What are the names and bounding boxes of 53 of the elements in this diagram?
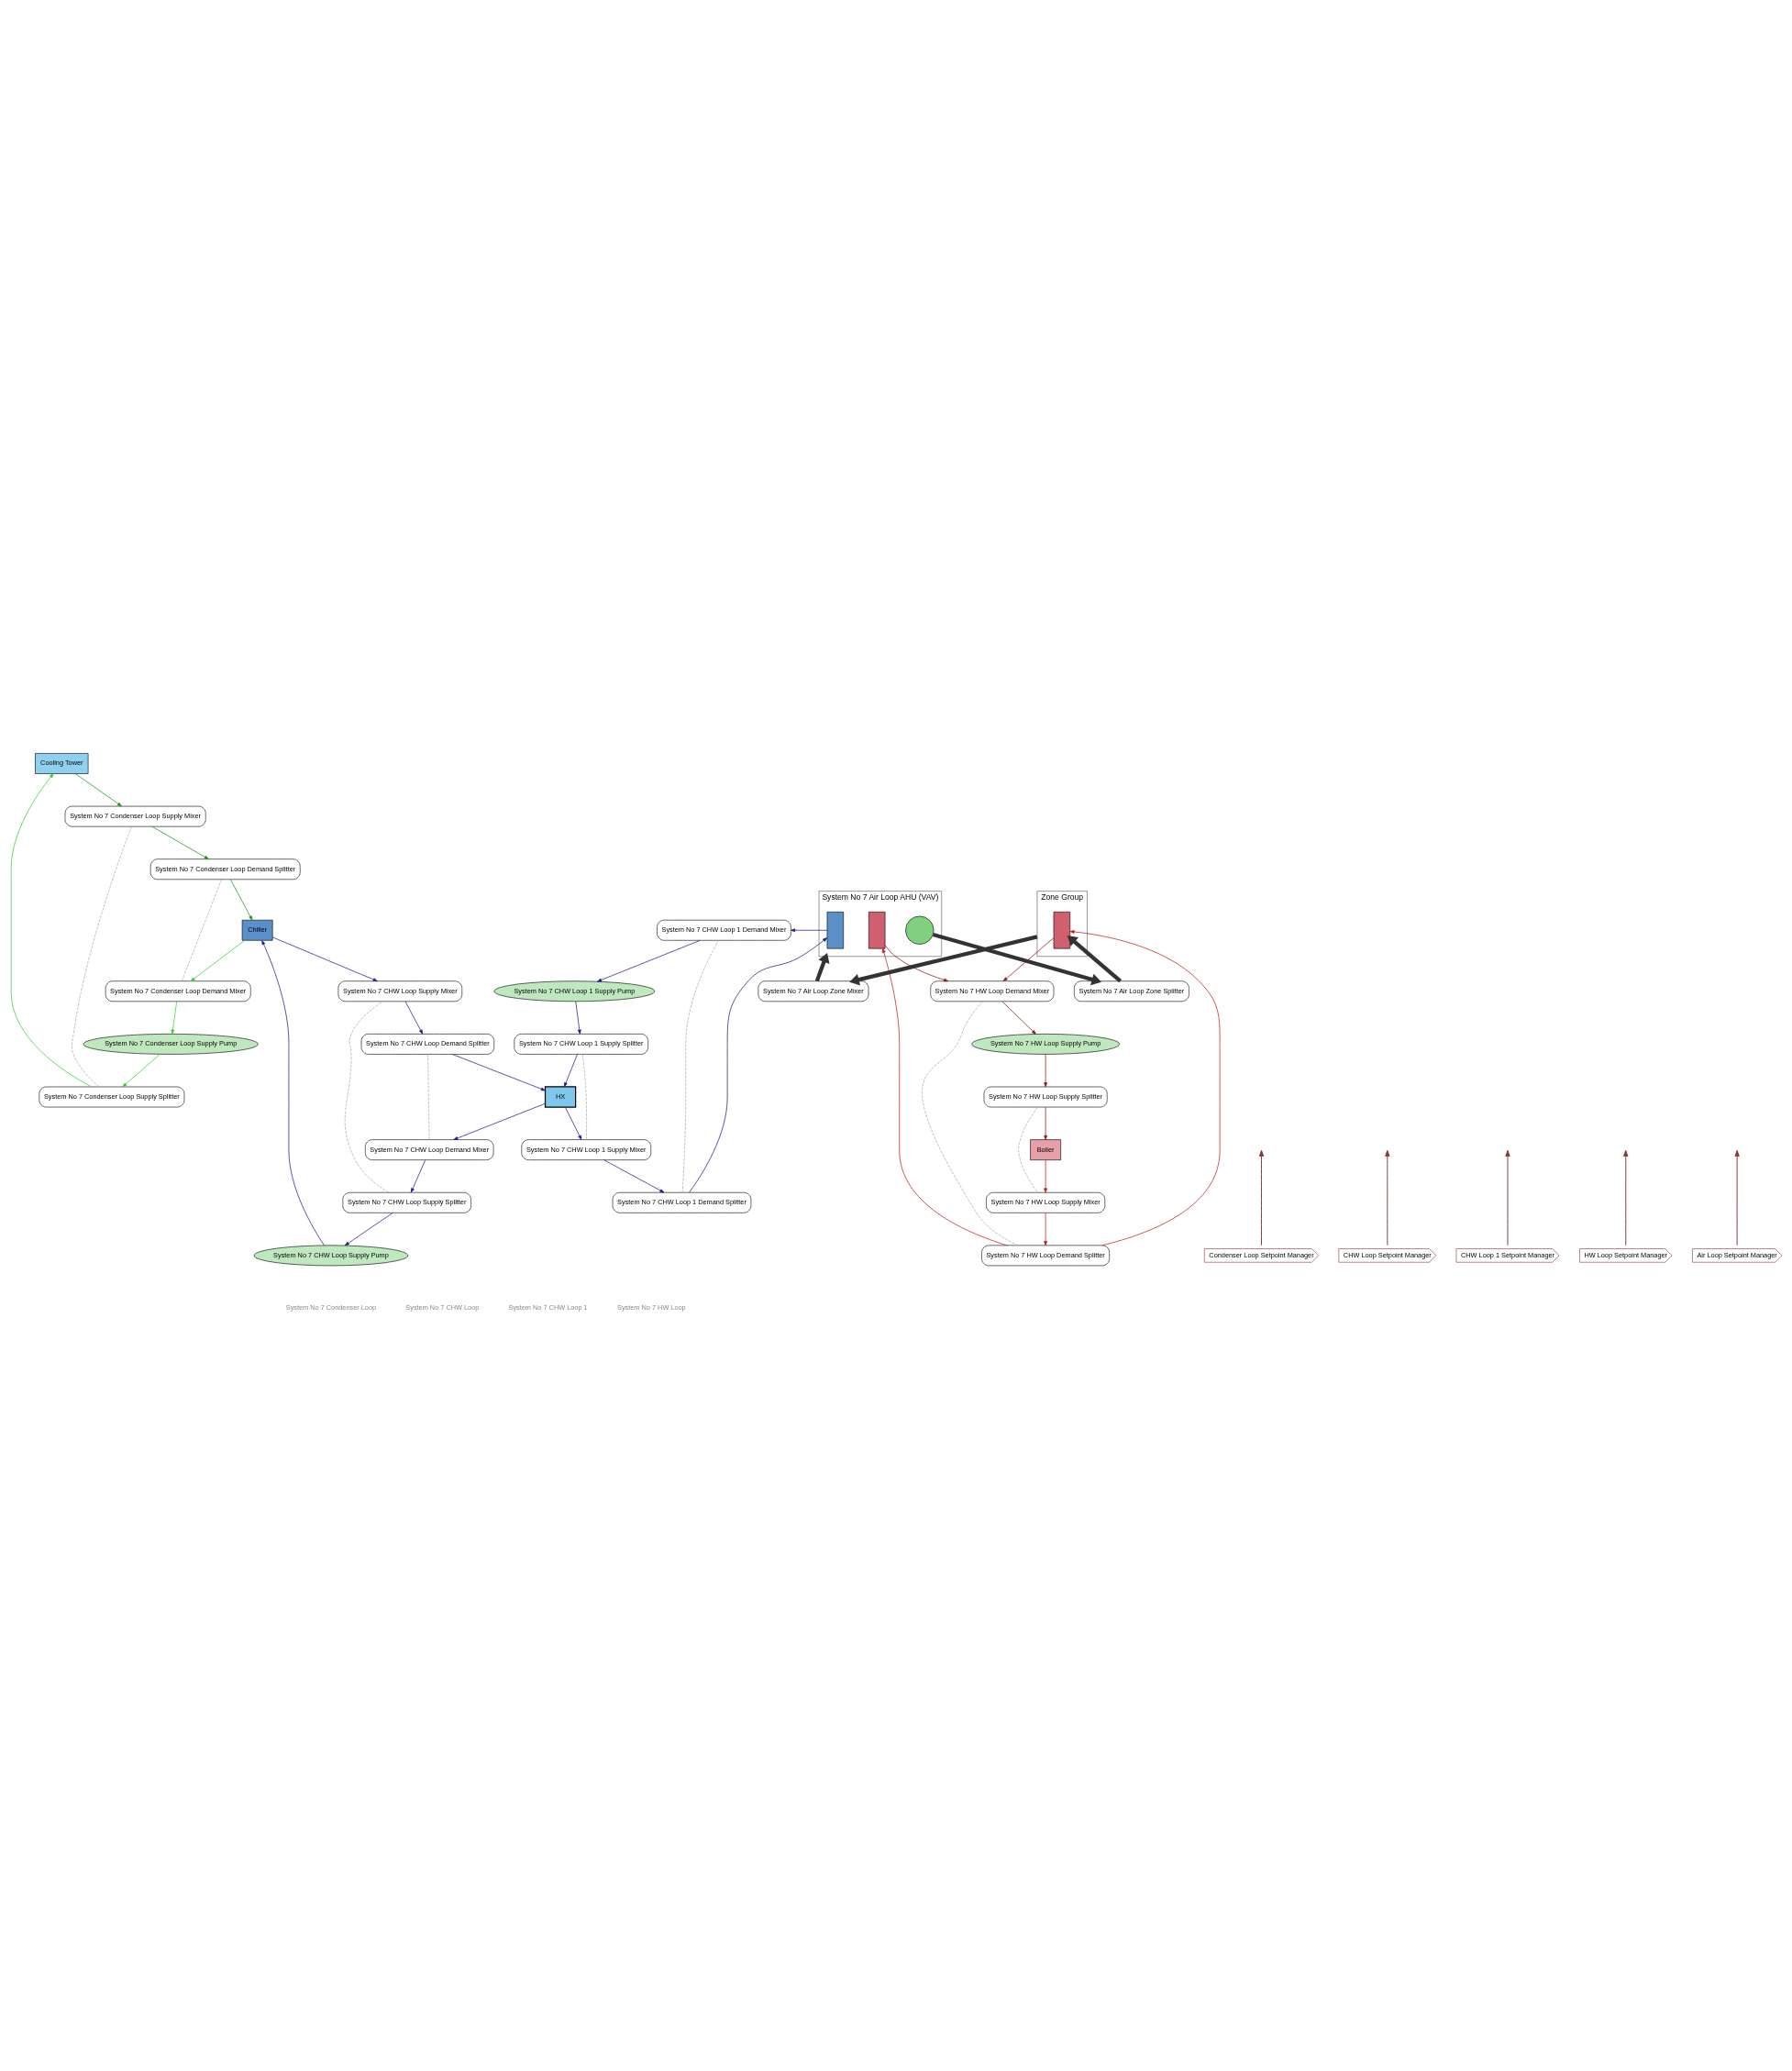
arrow: [1734, 1149, 1740, 1246]
arrow: [574, 1001, 581, 1035]
arrow: [10, 772, 92, 1087]
arrow: [688, 936, 827, 1192]
connector: [71, 825, 132, 1087]
arrow: [1043, 1159, 1047, 1192]
arrow: [790, 927, 827, 932]
node-box: [826, 911, 844, 948]
node-box: [868, 911, 885, 948]
arrow: [814, 952, 829, 981]
arrow: [1002, 936, 1054, 981]
connector: [1017, 1106, 1038, 1192]
arrow: [1384, 1149, 1389, 1246]
arrow: [404, 1001, 423, 1035]
arrow: [229, 878, 252, 921]
arrow: [1622, 1149, 1628, 1246]
arrow: [271, 936, 378, 981]
arrow: [1043, 1053, 1047, 1087]
arrow: [1043, 1212, 1047, 1246]
arrow: [170, 1001, 177, 1035]
arrow: [1001, 1001, 1036, 1035]
arrow: [848, 934, 1037, 985]
arrow: [1067, 935, 1122, 982]
arrow: [121, 1053, 160, 1087]
arrow: [1043, 1106, 1047, 1140]
arrow: [452, 1102, 546, 1140]
arrow: [344, 1212, 393, 1246]
connector: [681, 939, 719, 1192]
connector: [581, 1053, 587, 1140]
arrow: [884, 944, 948, 981]
node-box: [1053, 911, 1070, 948]
arrow: [1069, 929, 1220, 1246]
arrow: [563, 1053, 578, 1087]
arrow: [1258, 1149, 1264, 1246]
connector: [426, 1053, 429, 1140]
arrow: [74, 772, 122, 806]
connector: [181, 879, 222, 981]
arrow: [410, 1159, 426, 1192]
arrow: [564, 1106, 581, 1140]
cluster: System No 7 Air Loop AHU (VAV): [818, 890, 942, 957]
arrow: [1504, 1149, 1510, 1246]
arrow: [150, 825, 209, 859]
connector: [344, 1001, 389, 1192]
connector: [921, 1000, 1019, 1246]
node-circle: [904, 915, 934, 945]
arrow: [596, 939, 701, 981]
arrow: [451, 1053, 546, 1091]
arrow: [260, 939, 325, 1246]
cluster: Zone Group: [1036, 890, 1088, 957]
arrow: [932, 932, 1101, 985]
arrow: [190, 939, 245, 981]
arrow: [881, 947, 1007, 1246]
arrow: [603, 1158, 664, 1192]
